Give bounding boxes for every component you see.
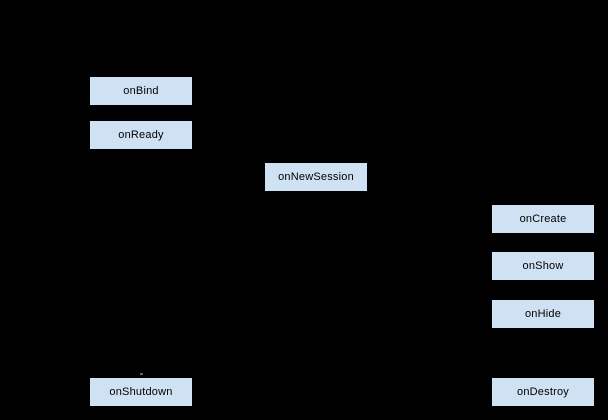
node-label: onNewSession (278, 170, 354, 183)
diagram-node-onhide: onHide (491, 299, 595, 329)
node-label: onShutdown (109, 385, 173, 398)
diagram-node-onshow: onShow (491, 251, 595, 281)
diagram-node-onready: onReady (89, 120, 193, 150)
diagram-node-onnewsession: onNewSession (264, 162, 368, 192)
diagram-node-onbind: onBind (89, 76, 193, 106)
diagram-node-ondestroy: onDestroy (491, 377, 595, 407)
diagram-node-onshutdown: onShutdown (89, 377, 193, 407)
node-label: onHide (524, 307, 562, 320)
node-label: onBind (123, 84, 159, 97)
node-label: onCreate (519, 212, 567, 225)
arrowhead-speck-onshutdown (140, 373, 143, 375)
node-label: onDestroy (517, 385, 569, 398)
node-label: onShow (522, 259, 564, 272)
diagram-node-oncreate: onCreate (491, 204, 595, 234)
node-label: onReady (118, 128, 164, 141)
